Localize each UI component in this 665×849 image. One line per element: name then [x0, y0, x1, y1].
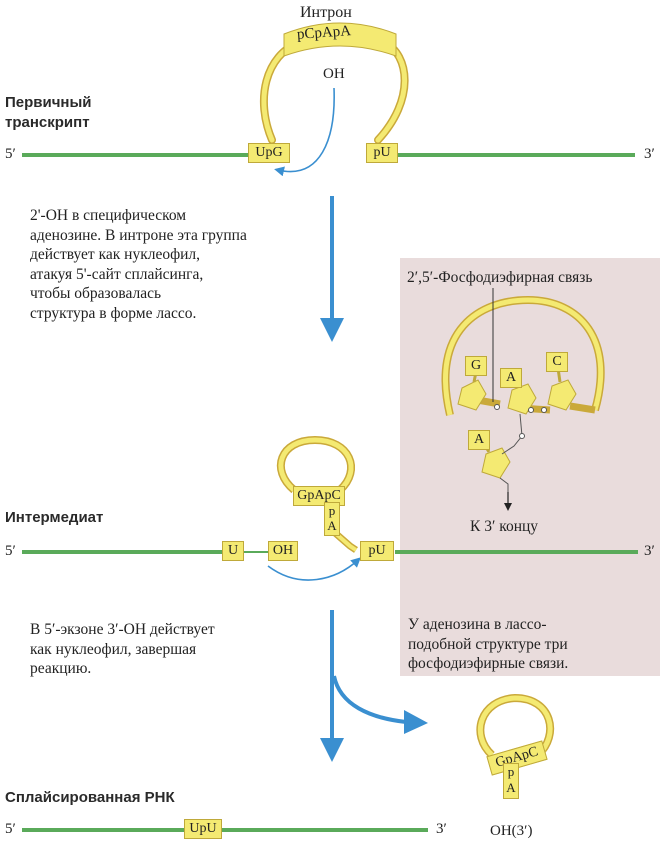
primary-transcript-heading-2: транскрипт: [5, 114, 90, 131]
a-label-released: A: [506, 780, 516, 795]
step1-note-line: структура в форме лассо.: [30, 304, 197, 322]
gpapc-mid: GpApC: [293, 486, 345, 506]
panel-note-line: фосфодиэфирные связи.: [408, 655, 569, 672]
base-a-top: A: [500, 368, 522, 388]
base-g: G: [465, 356, 487, 376]
oh3-label: OH(3′): [490, 823, 533, 839]
step2-note-line: как нуклеофил, завершая: [30, 640, 197, 658]
intron-cap-label: pCpApA: [296, 23, 352, 43]
pu-nucleotide-mid: pU: [360, 541, 394, 561]
panel-note: У аденозина в лассо- подобной структуре …: [408, 615, 568, 674]
nucleophile-arrow-1: [274, 87, 335, 177]
ribose-a-bottom: [481, 447, 511, 479]
step1-note: 2'-OH в специфическом аденозине. В интро…: [30, 206, 247, 323]
lariat-detail-panel: [400, 258, 660, 676]
three-prime-mid: 3′: [644, 543, 655, 559]
spliced-rna-heading: Сплайсированная РНК: [5, 789, 175, 806]
base-a-bottom: A: [468, 430, 490, 450]
panel-title: 2′,5′-Фосфодиэфирная связь: [407, 269, 593, 286]
ribose-c: [547, 379, 577, 411]
step2-note-line: реакцию.: [30, 660, 92, 677]
ribose-g: [457, 379, 487, 411]
base-c: C: [546, 352, 568, 372]
lariat-release-arrow: [332, 675, 407, 724]
pu-nucleotide-top: pU: [366, 143, 398, 163]
three-prime-top: 3′: [644, 146, 655, 162]
u-nucleotide-mid: U: [222, 541, 244, 561]
primary-transcript-heading-1: Первичный: [5, 94, 92, 111]
oh-group-mid: OH: [268, 541, 298, 561]
panel-note-line: подобной структуре три: [408, 635, 568, 653]
upg-nucleotide: UpG: [248, 143, 290, 163]
p-label-released: p: [507, 764, 515, 779]
oh-label-top: OH: [323, 66, 345, 82]
five-prime-mid: 5′: [5, 543, 16, 559]
pa-stem-mid: p A: [324, 502, 340, 536]
p-label-mid: p: [328, 503, 336, 518]
intermediate-heading: Интермедиат: [5, 509, 104, 526]
step2-note-line: В 5′-экзоне 3′-OH действует: [30, 621, 215, 638]
intron-cap-banner: [283, 22, 397, 57]
nucleophile-arrow-2: [267, 557, 361, 581]
five-prime-bottom: 5′: [5, 821, 16, 837]
upu-nucleotide: UpU: [184, 819, 222, 839]
three-prime-bottom: 3′: [436, 821, 447, 837]
ribose-a-top: [507, 383, 537, 415]
intron-label: Интрон: [300, 4, 352, 21]
a-label-mid: A: [327, 518, 337, 533]
pa-stem-released: p A: [503, 763, 519, 799]
to-3prime-end-label: К 3′ концу: [470, 518, 539, 535]
step1-note-line: атакуя 5'-сайт сплайсинга,: [30, 265, 204, 283]
step1-note-line: 2'-OH в специфическом: [30, 207, 187, 224]
panel-note-line: У аденозина в лассо-: [408, 616, 547, 633]
step2-note: В 5′-экзоне 3′-OH действует как нуклеофи…: [30, 620, 215, 679]
step1-note-line: чтобы образовалась: [30, 285, 162, 302]
five-prime-top: 5′: [5, 146, 16, 162]
step1-note-line: действует как нуклеофил,: [30, 246, 201, 263]
step1-note-line: аденозине. В интроне эта группа: [30, 226, 247, 244]
